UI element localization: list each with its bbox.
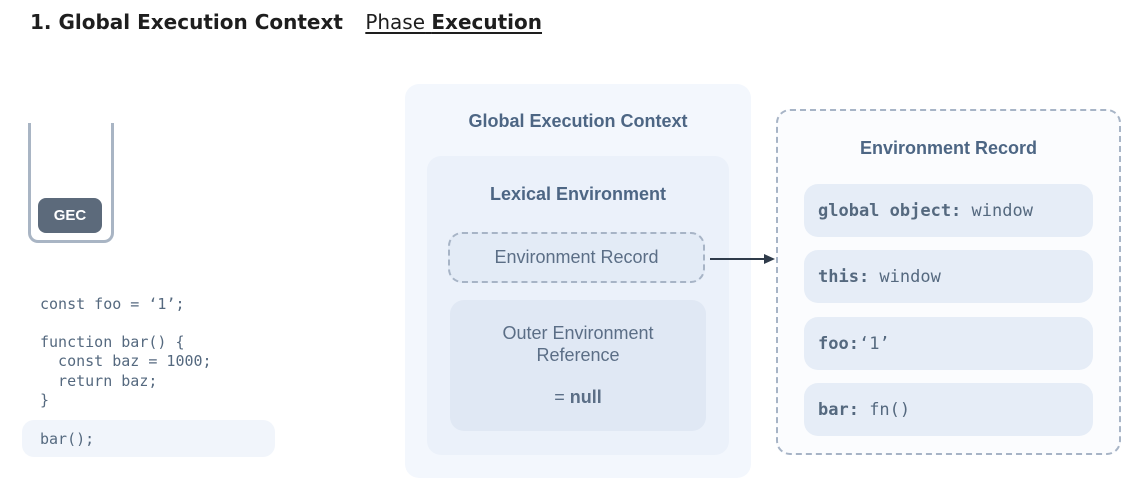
arrow-right-icon <box>710 254 775 264</box>
current-line-highlight <box>22 420 275 457</box>
call-stack <box>28 123 114 243</box>
code-line: const baz = 1000; <box>40 352 212 370</box>
code-block: const foo = ‘1’; function bar() { const … <box>40 295 212 411</box>
environment-record-ref: Environment Record <box>448 232 705 283</box>
page-heading: 1. Global Execution Context Phase Execut… <box>30 10 542 34</box>
lexical-environment-title: Lexical Environment <box>489 184 667 204</box>
entry-value: window <box>961 200 1033 221</box>
phase-name: Execution <box>431 10 543 34</box>
entry-value: fn() <box>858 399 911 420</box>
code-line: } <box>40 391 50 409</box>
code-line-blank <box>40 315 212 333</box>
entry-key: bar: <box>818 399 859 420</box>
entry-value: window <box>869 266 941 287</box>
entry-key: global object: <box>818 200 962 221</box>
environment-record-entry: foo:‘1’ <box>804 317 1093 370</box>
outer-value-null: null <box>569 387 602 407</box>
outer-environment-reference-box <box>450 300 706 431</box>
code-line: function bar() { <box>40 332 185 351</box>
outer-label-line-2: Reference <box>536 345 620 365</box>
code-line: return baz; <box>40 371 158 390</box>
environment-record-entry: bar: fn() <box>804 383 1093 436</box>
current-code-line: bar(); <box>40 430 95 448</box>
phase-prefix: Phase <box>365 10 426 34</box>
page-title: 1. Global Execution Context <box>30 10 343 34</box>
entry-key: foo: <box>818 333 859 354</box>
outer-label-line-1: Outer Environment <box>502 323 654 343</box>
outer-environment-reference-label: Outer Environment Reference <box>450 322 706 366</box>
environment-record-entry: global object: window <box>804 184 1093 237</box>
outer-value-prefix: = <box>554 387 570 407</box>
outer-environment-reference-value: = null <box>450 387 706 408</box>
phase-label: Phase Execution <box>365 10 542 34</box>
environment-record-entry: this: window <box>804 250 1093 303</box>
entry-key: this: <box>818 266 870 287</box>
environment-record-title: Environment Record <box>859 138 1038 158</box>
call-stack-frame-gec: GEC <box>38 198 102 233</box>
code-line: const foo = ‘1’; <box>40 295 185 313</box>
global-execution-context-title: Global Execution Context <box>468 111 688 131</box>
entry-value: ‘1’ <box>858 333 890 354</box>
